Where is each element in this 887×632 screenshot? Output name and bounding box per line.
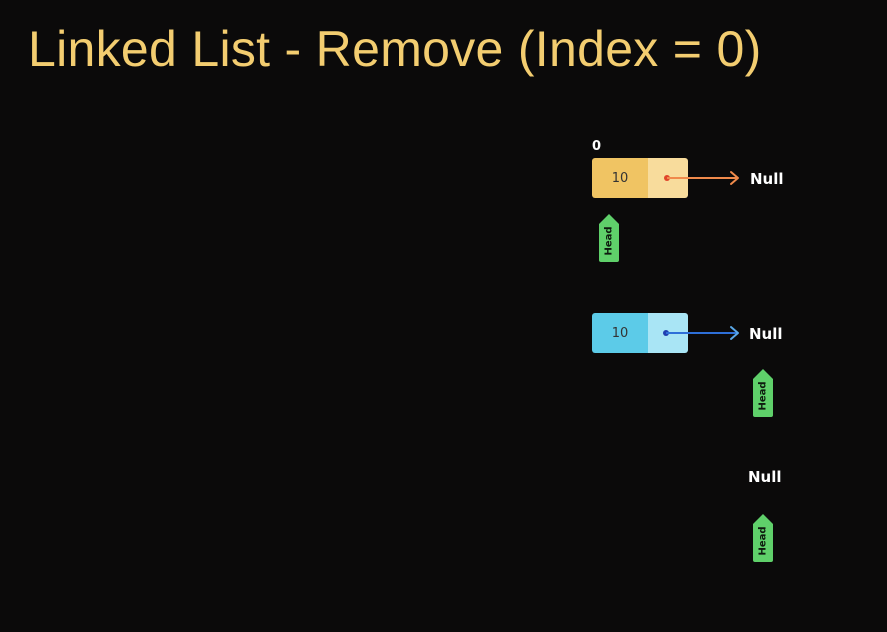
node-index-label: 0 xyxy=(592,139,602,154)
head-pointer-tag: Head xyxy=(753,369,773,417)
node-value: 10 xyxy=(592,313,648,353)
arrow-orange xyxy=(664,171,739,185)
node-value: 10 xyxy=(592,158,648,198)
head-tag-shape xyxy=(753,369,773,417)
head-tag-shape xyxy=(599,214,619,262)
head-tag-shape xyxy=(753,514,773,562)
slide-title: Linked List - Remove (Index = 0) xyxy=(28,21,762,77)
arrow-blue xyxy=(663,326,739,340)
null-label: Null xyxy=(748,468,782,486)
null-label: Null xyxy=(750,170,784,188)
null-label: Null xyxy=(749,325,783,343)
head-pointer-tag: Head xyxy=(753,514,773,562)
linked-list-node-yellow: 10 xyxy=(592,158,688,198)
head-pointer-tag: Head xyxy=(599,214,619,262)
